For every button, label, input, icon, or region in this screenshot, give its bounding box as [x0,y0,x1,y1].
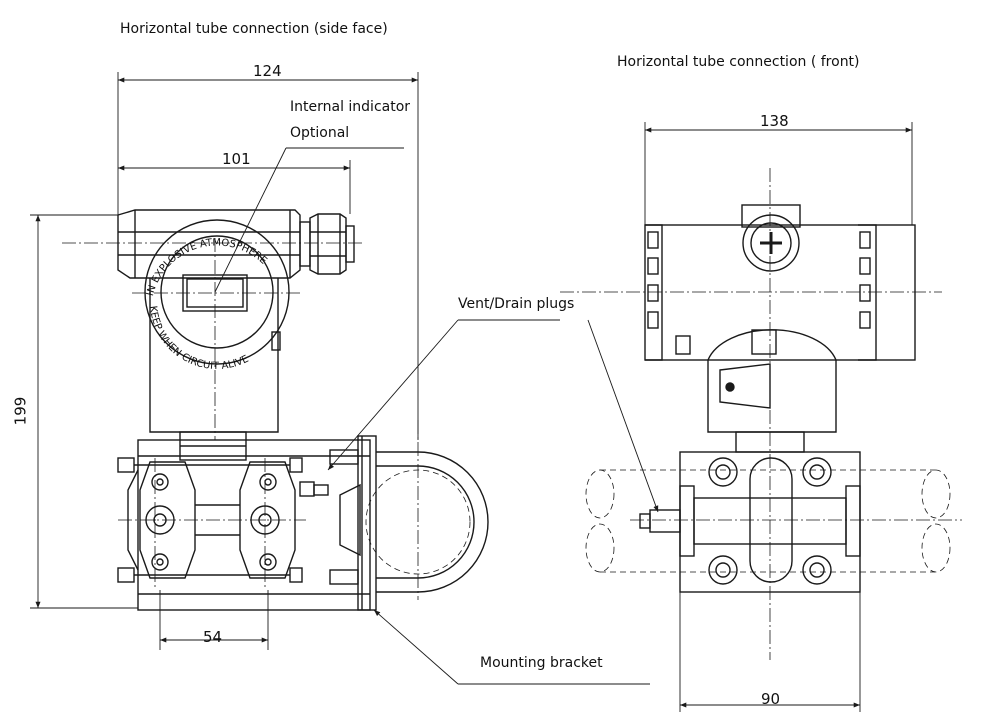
side-view-title: Horizontal tube connection (side face) [120,21,388,37]
front-sensor-body [639,451,861,593]
side-housing-body [149,278,279,433]
side-sensor-body [117,439,371,611]
dim-front-base: 90 [761,690,781,708]
side-mounting-bracket [329,435,489,611]
side-screw-tab [271,331,281,351]
ring-text-bottom: KEEP WHEN CIRCUIT ALIVE [147,305,250,372]
front-leader-lines [587,319,659,513]
side-housing-top [117,209,301,279]
front-view-title: Horizontal tube connection ( front) [617,54,860,70]
callout-mounting-bracket: Mounting bracket [480,655,603,671]
side-neck [179,431,247,461]
front-view [560,122,962,712]
callout-optional: Optional [290,125,350,141]
callout-vent-drain: Vent/Drain plugs [458,296,575,312]
side-leader-lines [214,147,650,685]
dim-front-width: 138 [760,112,789,130]
front-housing [644,204,916,361]
callout-internal-indicator: Internal indicator [290,99,411,115]
dim-side-height: 199 [11,396,30,426]
side-cable-gland [299,213,355,275]
front-dimension-lines [644,122,913,712]
front-neck [707,329,837,453]
side-view: IN EXPLOSIVE ATMOSPHERE KEEP WHEN CIRCUI… [30,72,650,685]
dim-side-flange: 54 [203,628,223,646]
front-centerlines [560,168,962,660]
dim-side-housing: 101 [222,150,251,168]
side-dimension-lines [30,72,419,650]
front-pipe [585,469,951,573]
dim-side-width: 124 [253,62,282,80]
ring-text-top: IN EXPLOSIVE ATMOSPHERE [145,237,269,297]
